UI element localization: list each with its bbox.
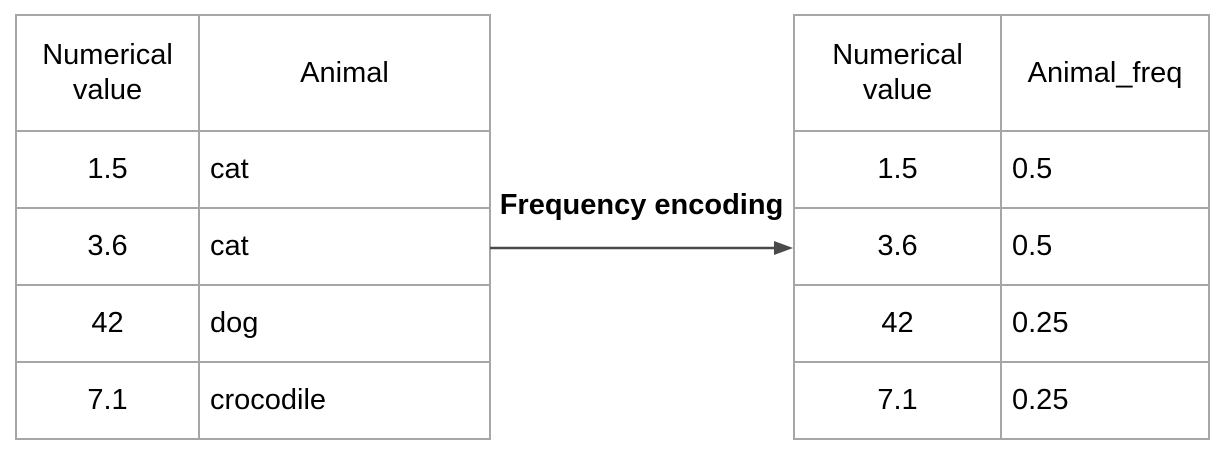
table-row: 7.1 crocodile: [15, 361, 491, 440]
encoded-table-header-numerical-value: Numerical value: [793, 14, 1002, 132]
original-table-header-animal: Animal: [198, 14, 491, 132]
animal-freq-cell: 0.5: [1000, 207, 1210, 286]
right-arrow-icon: [490, 241, 793, 255]
encoded-table-header-animal-freq: Animal_freq: [1000, 14, 1210, 132]
encoded-table-header-row: Numerical value Animal_freq: [793, 14, 1210, 132]
table-row: 1.5 cat: [15, 130, 491, 209]
original-table-header-row: Numerical value Animal: [15, 14, 491, 132]
animal-freq-cell: 0.25: [1000, 284, 1210, 363]
numerical-value-cell: 1.5: [793, 130, 1002, 209]
animal-freq-cell: 0.25: [1000, 361, 1210, 440]
animal-cell: crocodile: [198, 361, 491, 440]
original-table-header-numerical-value: Numerical value: [15, 14, 200, 132]
numerical-value-cell: 1.5: [15, 130, 200, 209]
numerical-value-cell: 3.6: [793, 207, 1002, 286]
table-row: 3.6 cat: [15, 207, 491, 286]
table-row: 42 0.25: [793, 284, 1210, 363]
numerical-value-cell: 7.1: [793, 361, 1002, 440]
original-table: Numerical value Animal 1.5 cat 3.6 cat 4…: [15, 14, 491, 440]
table-row: 7.1 0.25: [793, 361, 1210, 440]
animal-cell: cat: [198, 130, 491, 209]
frequency-encoding-label: Frequency encoding: [499, 189, 784, 221]
table-row: 1.5 0.5: [793, 130, 1210, 209]
numerical-value-cell: 3.6: [15, 207, 200, 286]
numerical-value-cell: 42: [793, 284, 1002, 363]
numerical-value-cell: 42: [15, 284, 200, 363]
table-row: 42 dog: [15, 284, 491, 363]
numerical-value-cell: 7.1: [15, 361, 200, 440]
table-row: 3.6 0.5: [793, 207, 1210, 286]
animal-freq-cell: 0.5: [1000, 130, 1210, 209]
arrow-head: [774, 241, 793, 255]
encoded-table: Numerical value Animal_freq 1.5 0.5 3.6 …: [793, 14, 1210, 440]
animal-cell: dog: [198, 284, 491, 363]
animal-cell: cat: [198, 207, 491, 286]
